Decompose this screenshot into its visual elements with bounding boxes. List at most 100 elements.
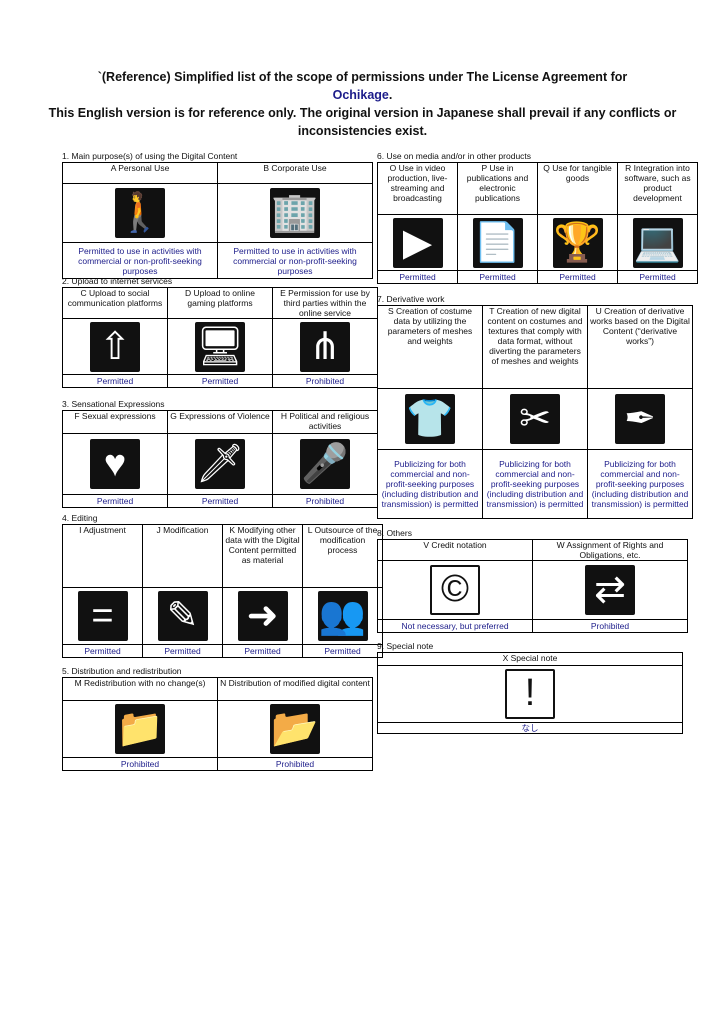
table-row: 📁📂: [62, 700, 373, 758]
title-line-1: `(Reference) Simplified list of the scop…: [40, 68, 685, 86]
title-text: `(Reference) Simplified list of the scop…: [97, 70, 628, 84]
software-icon: 💻: [632, 217, 683, 268]
icon-cell: ✎: [142, 587, 223, 645]
status-text: Permitted to use in activities with comm…: [62, 242, 218, 279]
share-icon: ⋔: [300, 321, 350, 372]
section-6: 6. Use on media and/or in other products…: [377, 151, 698, 284]
status-text: Permitted: [377, 270, 458, 284]
column-label: S Creation of costume data by utilizing …: [377, 305, 483, 389]
column-label: M Redistribution with no change(s): [62, 677, 218, 701]
table-row: S Creation of costume data by utilizing …: [377, 305, 693, 389]
column-label: J Modification: [142, 524, 223, 588]
section-title: 8. Others: [377, 528, 412, 538]
column-label: H Political and religious activities: [272, 410, 378, 434]
section-title: 6. Use on media and/or in other products: [377, 151, 532, 161]
column-label: F Sexual expressions: [62, 410, 168, 434]
section-title: 7. Derivative work: [377, 294, 445, 304]
status-text: Permitted: [457, 270, 538, 284]
status-text: Permitted: [167, 494, 273, 508]
material-icon: ➜: [237, 591, 288, 641]
status-text: Not necessary, but preferred: [377, 619, 533, 633]
table-row: Permitted to use in activities with comm…: [62, 242, 373, 279]
table-row: !: [377, 665, 683, 723]
icon-cell: ✒: [587, 388, 693, 450]
status-text: Permitted: [62, 494, 168, 508]
table-row: C Upload to social communication platfor…: [62, 287, 378, 319]
icon-cell: 🎤: [272, 433, 378, 495]
texture-icon: ✂: [510, 394, 560, 444]
status-text: Publicizing for both commercial and non-…: [482, 449, 588, 519]
column-label: X Special note: [377, 652, 683, 666]
icon-cell: 🚶: [62, 183, 218, 243]
status-text: Permitted: [537, 270, 618, 284]
pen-icon: ✒: [615, 394, 665, 444]
icon-cell: 🗡: [167, 433, 273, 495]
icon-cell: ⇧: [62, 318, 168, 375]
costume-icon: 👕: [405, 394, 455, 444]
icon-cell: 👥: [302, 587, 383, 645]
icon-cell: =: [62, 587, 143, 645]
icon-cell: 👕: [377, 388, 483, 450]
column-label: B Corporate Use: [217, 162, 373, 184]
column-label: U Creation of derivative works based on …: [587, 305, 693, 389]
icon-cell: 🏆: [537, 214, 618, 271]
column-label: A Personal Use: [62, 162, 218, 184]
permission-table: X Special note!なし: [377, 652, 683, 734]
person-icon: 🚶: [115, 188, 165, 238]
icon-cell: ▶: [377, 214, 458, 271]
column-label: T Creation of new digital content on cos…: [482, 305, 588, 389]
icon-cell: ⋔: [272, 318, 378, 375]
status-text: Permitted: [302, 644, 383, 658]
table-row: ⇧🖥⋔: [62, 318, 378, 375]
building-icon: 🏢: [270, 188, 320, 238]
table-row: X Special note: [377, 652, 683, 666]
icon-cell: 💻: [617, 214, 698, 271]
table-row: 🚶🏢: [62, 183, 373, 243]
copyright-icon: ©: [430, 565, 480, 615]
status-text: Publicizing for both commercial and non-…: [377, 449, 483, 519]
product-name: Ochikage: [332, 88, 389, 102]
column-label: Q Use for tangible goods: [537, 162, 618, 215]
section-title: 2. Upload to internet services: [62, 276, 173, 286]
column-label: C Upload to social communication platfor…: [62, 287, 168, 319]
title-period: .: [388, 88, 393, 102]
status-text: Permitted: [222, 644, 303, 658]
permission-table: M Redistribution with no change(s)N Dist…: [62, 677, 373, 771]
icon-cell: 📁: [62, 700, 218, 758]
column-label: E Permission for use by third parties wi…: [272, 287, 378, 319]
icon-cell: 📄: [457, 214, 538, 271]
table-row: ©⇄: [377, 560, 688, 620]
goods-icon: 🏆: [552, 217, 603, 268]
table-row: =✎ ➜ 👥: [62, 587, 383, 645]
permission-table: S Creation of costume data by utilizing …: [377, 305, 693, 519]
status-text: Permitted: [617, 270, 698, 284]
table-row: ♥🗡🎤: [62, 433, 378, 495]
section-title: 3. Sensational Expressions: [62, 399, 165, 409]
icon-cell: 📂: [217, 700, 373, 758]
icon-cell: ⇄: [532, 560, 688, 620]
column-label: D Upload to online gaming platforms: [167, 287, 273, 319]
section-1: 1. Main purpose(s) of using the Digital …: [62, 151, 373, 279]
document-title: `(Reference) Simplified list of the scop…: [40, 68, 685, 140]
section-title: 4. Editing: [62, 513, 98, 523]
column-label: P Use in publications and electronic pub…: [457, 162, 538, 215]
icon-cell: ©: [377, 560, 533, 620]
section-title: 9. Special note: [377, 641, 434, 651]
permission-table: O Use in video production, live-streamin…: [377, 162, 698, 284]
icon-cell: !: [377, 665, 683, 723]
column-label: L Outsource of the modification process: [302, 524, 383, 588]
status-text: Prohibited: [217, 757, 373, 771]
